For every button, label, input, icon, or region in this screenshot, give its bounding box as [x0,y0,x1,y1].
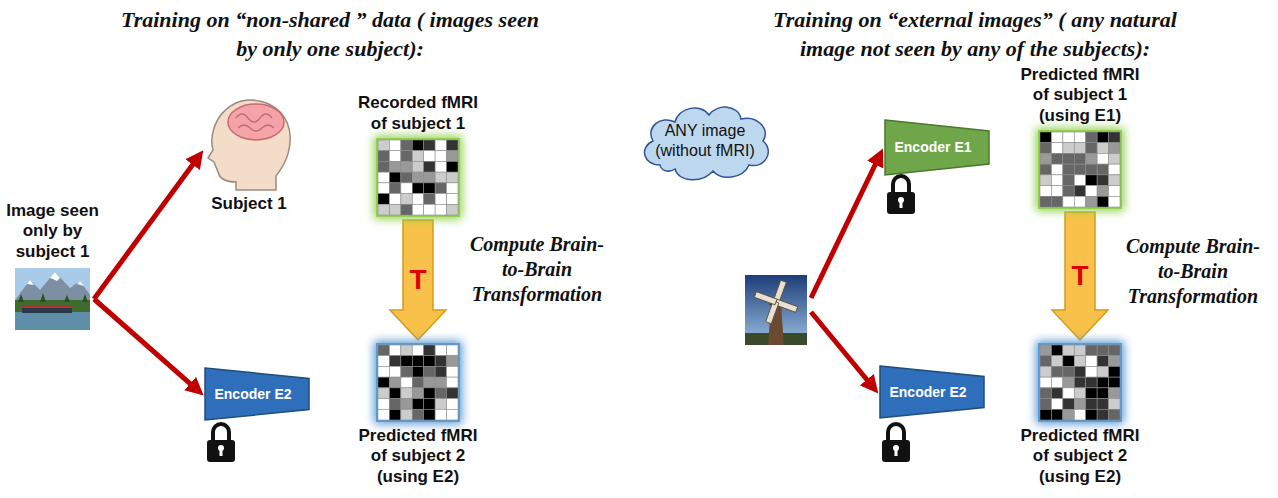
fmri-grid: Recorded fMRI of subject 1 [378,140,458,215]
transform-label: T [1069,262,1090,290]
node-label: Encoder E2 [889,384,966,401]
encoder-block: Encoder E2 [205,368,309,420]
node-label: Encoder E1 [894,139,971,156]
lock-icon [207,424,235,462]
cloud-shape [635,95,775,187]
encoder-block: Encoder E2 [880,366,984,418]
node-label: ANY image (without fMRI) [649,121,761,161]
node-heading: Image seen only by subject 1 [3,201,103,262]
annotation: Compute Brain-to-Brain Transformation [1122,234,1264,309]
transform-arrow [390,220,446,340]
input-arrow [94,299,191,385]
node-heading: Predicted fMRI of subject 2 (using E2) [353,426,483,487]
grid-shape [378,140,458,215]
input-arrows [811,163,876,381]
transform-label: T [407,266,428,294]
node-label: Encoder E2 [214,386,291,403]
node-heading: Predicted fMRI of subject 2 (using E2) [1015,426,1145,487]
subject-head: Subject 1 [205,98,293,188]
lock-icon [882,424,910,462]
image-cloud: ANY image (without fMRI) [635,95,775,187]
input-arrow [94,163,194,299]
node-heading: Predicted fMRI of subject 1 (using E1) [1015,65,1145,126]
encoder-block: Encoder E1 [885,120,989,175]
grid-shape [378,345,458,420]
head-illustration [208,100,290,190]
panel-title: Training on “non-shared ” data ( images … [110,6,550,63]
annotation: Compute Brain-to-Brain Transformation [462,232,612,307]
windmill-photo [745,275,807,345]
transform-arrow [1052,212,1108,340]
node-heading: Recorded fMRI of subject 1 [353,93,483,134]
node-heading: Subject 1 [211,194,287,214]
lock-icon [887,176,915,214]
fmri-grid: Predicted fMRI of subject 2 (using E2) [378,345,458,420]
grid-shape [1040,132,1120,207]
landscape-photo [15,268,90,330]
panel-title: Training on “external images” ( any natu… [690,6,1260,63]
fmri-grid: Predicted fMRI of subject 1 (using E1) [1040,132,1120,207]
input-image: Image seen only by subject 1 [15,268,90,330]
grid-shape [1040,345,1120,420]
fmri-grid: Predicted fMRI of subject 2 (using E2) [1040,345,1120,420]
